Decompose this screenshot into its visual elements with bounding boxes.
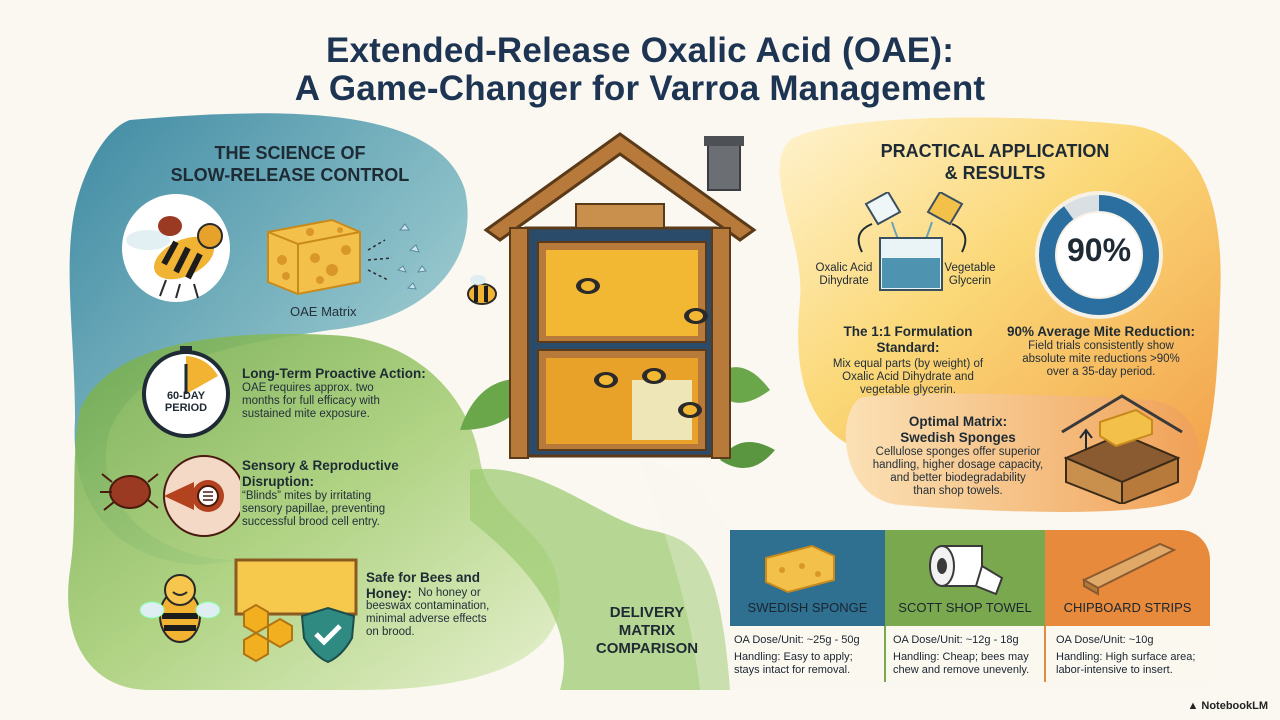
title-line-2: A Game-Changer for Varroa Management	[294, 69, 986, 108]
honeycomb-shield-illustration	[234, 558, 358, 664]
chipboard-column-title: CHIPBOARD STRIPS	[1063, 600, 1192, 615]
formulation-body: Mix equal parts (by weight) of Oxalic Ac…	[832, 358, 984, 396]
mite-sensory-illustration	[100, 455, 240, 537]
connector-wave	[470, 468, 730, 690]
bee-with-mite-illustration	[122, 194, 230, 302]
column-divider-2	[1044, 626, 1046, 682]
sensory-disruption-item: Sensory & Reproductive Disruption: “Blin…	[242, 458, 452, 529]
chipboard-column-bg	[1045, 530, 1210, 626]
sponge-dose: OA Dose/Unit: ~25g - 50g	[734, 634, 860, 646]
sensory-disruption-title: Sensory & Reproductive Disruption:	[242, 458, 399, 489]
happy-bee-illustration	[139, 574, 221, 643]
practical-heading: PRACTICAL APPLICATION & RESULTS	[880, 141, 1110, 183]
sponge-icon	[765, 544, 835, 594]
mite-reduction-body: Field trials consistently show absolute …	[1022, 340, 1180, 378]
chipboard-handling: Handling: High surface area;labor-intens…	[1056, 651, 1196, 676]
long-term-action-body: OAE requires approx. two months for full…	[242, 382, 380, 420]
optimal-matrix-item: Optimal Matrix: Swedish Sponges Cellulos…	[862, 414, 1054, 498]
mite-reduction-title: 90% Average Mite Reduction:	[1006, 324, 1196, 339]
safe-for-bees-item: Safe for Bees and Honey: No honey or bee…	[366, 570, 511, 639]
comparison-label: DELIVERY MATRIX COMPARISON	[595, 604, 699, 657]
sponge-column-title: SWEDISH SPONGE	[747, 600, 868, 615]
chipboard-dose: OA Dose/Unit: ~10g	[1056, 634, 1154, 646]
safe-for-bees-title: Safe for Bees and Honey:	[366, 570, 481, 601]
optimal-matrix-title: Optimal Matrix: Swedish Sponges	[900, 414, 1016, 445]
brand-logo: ▲ NotebookLM	[1187, 700, 1268, 712]
column-divider-1	[884, 626, 886, 682]
gauge-value: 90%	[1066, 232, 1132, 268]
shop-towel-icon	[929, 545, 1004, 596]
timer-label: 60-DAY PERIOD	[164, 390, 208, 414]
comparison-details-bg	[730, 626, 1210, 682]
towel-dose: OA Dose/Unit: ~12g - 18g	[893, 634, 1019, 646]
towel-column-title: SCOTT SHOP TOWEL	[898, 600, 1032, 615]
formulation-title: The 1:1 Formulation Standard:	[843, 324, 973, 355]
timer-icon	[142, 346, 230, 438]
mite-reduction-item: 90% Average Mite Reduction: Field trials…	[996, 324, 1206, 379]
oae-matrix-label: OAE Matrix	[290, 304, 357, 319]
safe-for-bees-body: No honey or	[418, 587, 481, 599]
brand-icon: ▲	[1187, 700, 1202, 712]
formulation-item: The 1:1 Formulation Standard: Mix equal …	[812, 324, 1004, 397]
sponge-handling: Handling: Easy to apply;stays intact for…	[734, 651, 853, 676]
long-term-action-item: Long-Term Proactive Action: OAE requires…	[242, 366, 452, 421]
science-heading: THE SCIENCE OF SLOW-RELEASE CONTROL	[170, 143, 410, 185]
page-title: Extended-Release Oxalic Acid (OAE): A Ga…	[0, 32, 1280, 108]
chipboard-strip-icon	[1081, 542, 1177, 596]
optimal-matrix-body: Cellulose sponges offer superior handlin…	[872, 446, 1044, 497]
gauge-arc	[1039, 195, 1159, 315]
sensory-disruption-body: “Blinds” mites by irritating sensory pap…	[242, 490, 386, 528]
mite-reduction-gauge	[1035, 191, 1163, 319]
beehive-illustration	[460, 132, 775, 468]
beaker-mixing-illustration	[857, 192, 967, 291]
oae-matrix-sponge-illustration	[267, 218, 427, 296]
title-line-1: Extended-Release Oxalic Acid (OAE):	[325, 31, 955, 70]
hive-box-sponge-illustration	[1061, 394, 1183, 504]
long-term-action-title: Long-Term Proactive Action:	[242, 366, 426, 381]
